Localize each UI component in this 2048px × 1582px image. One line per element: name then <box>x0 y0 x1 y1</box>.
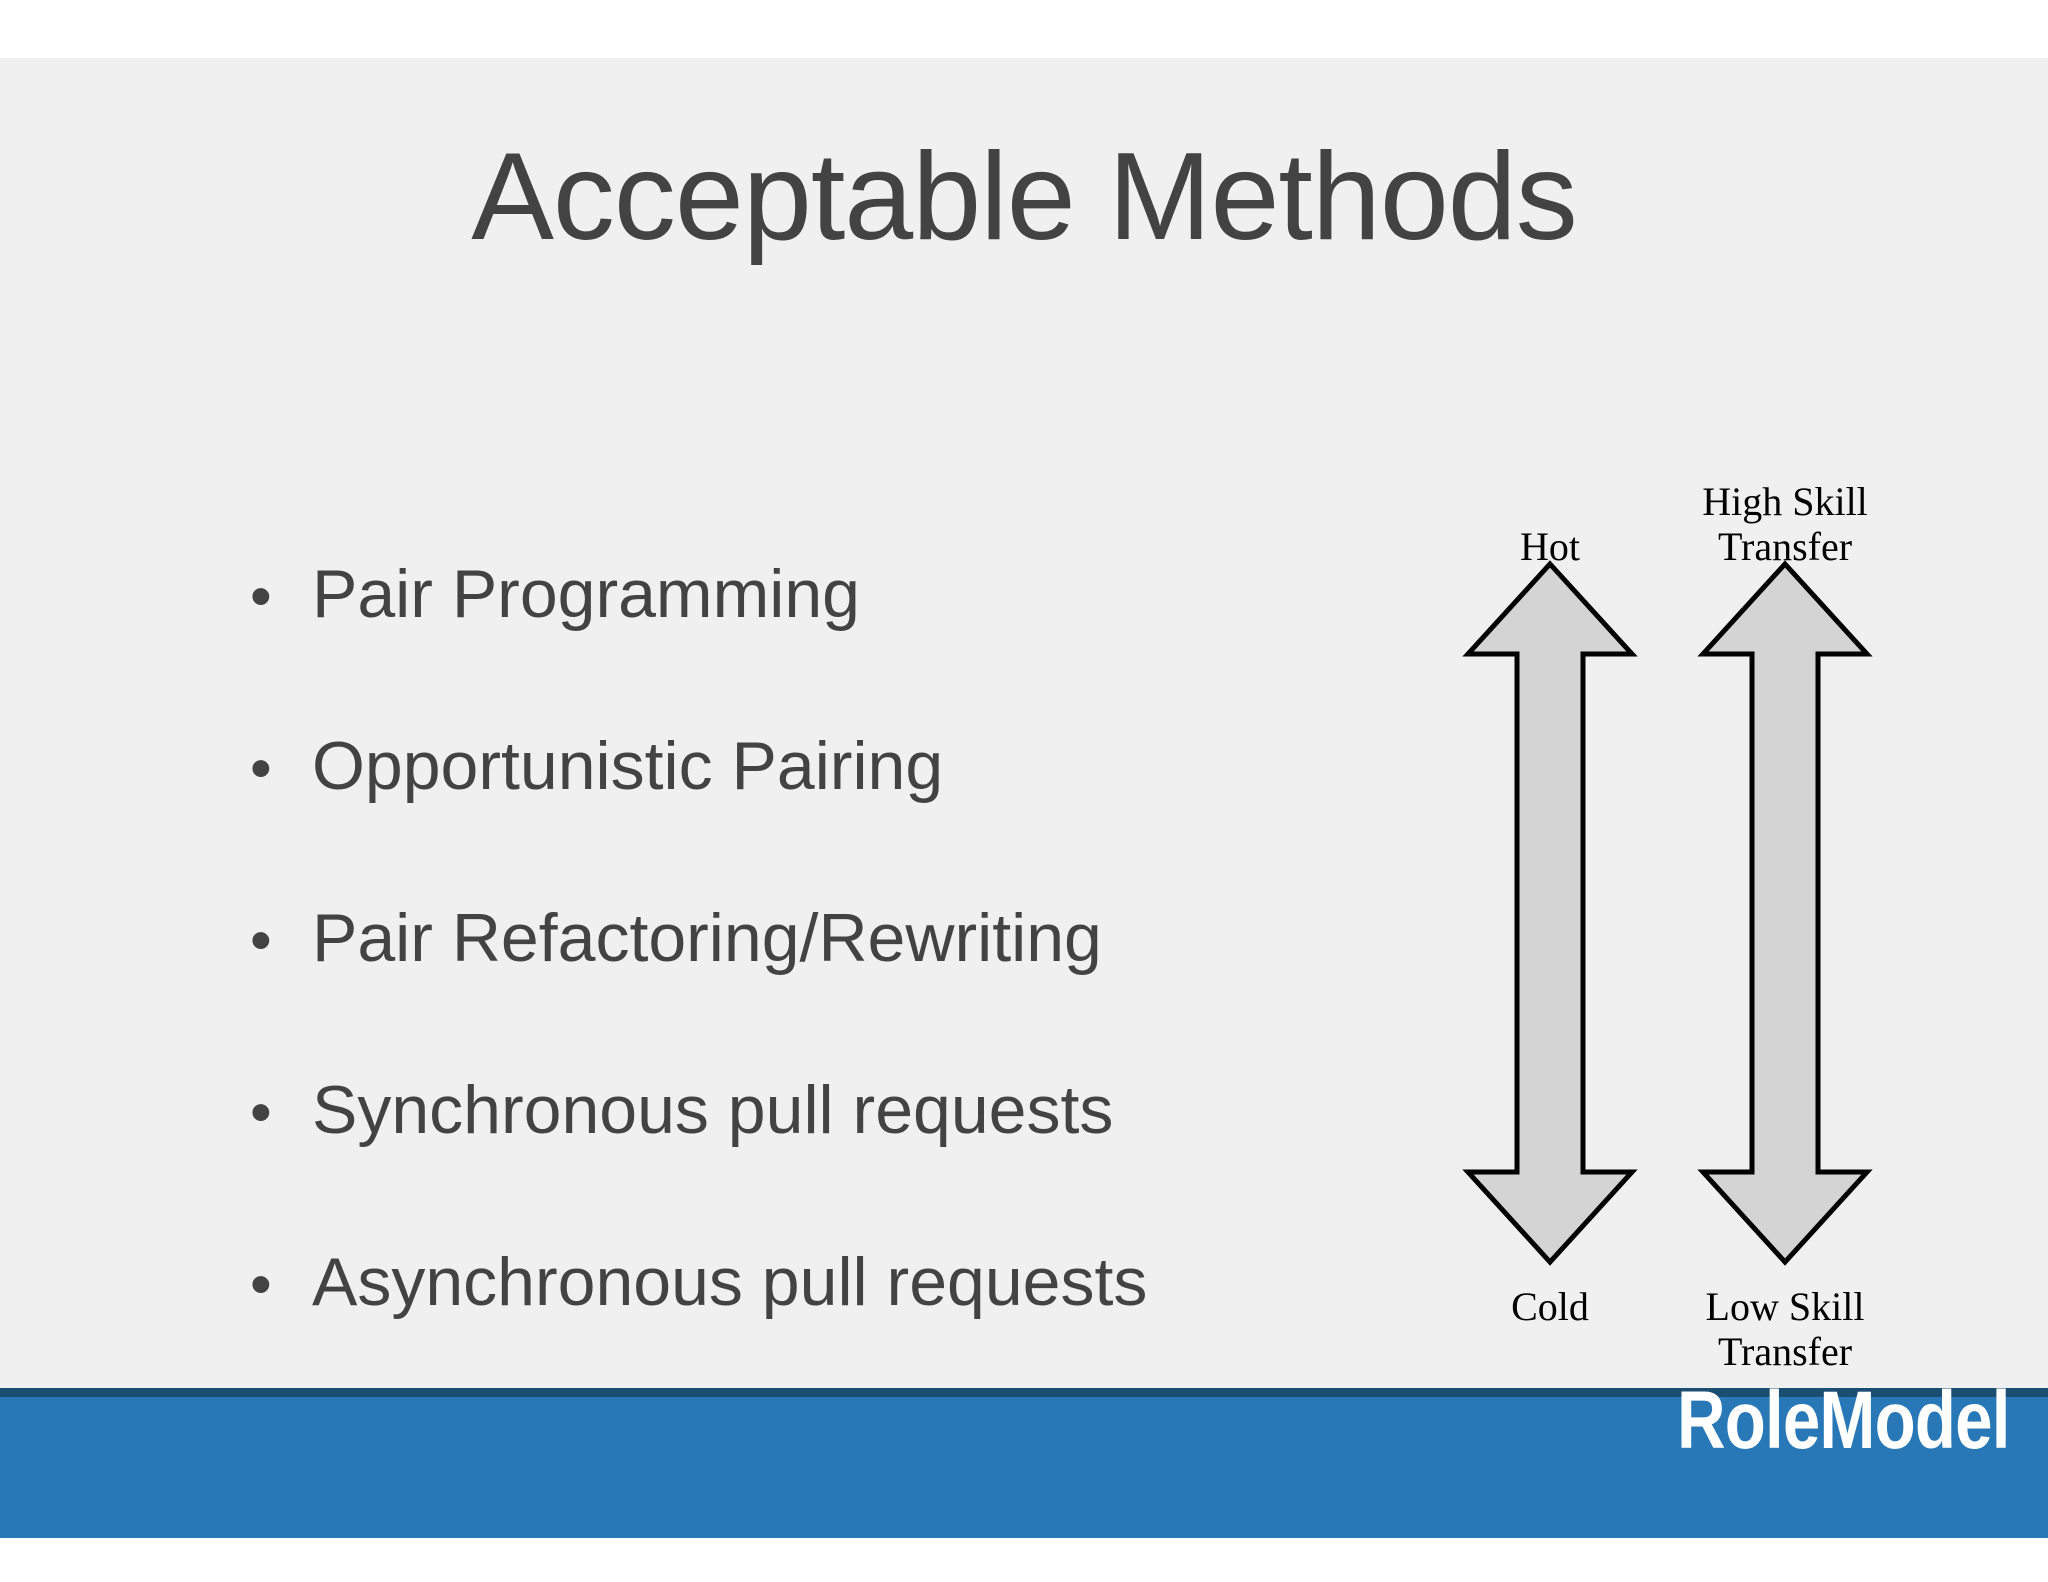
list-item: • Pair Refactoring/Rewriting <box>250 904 1410 1076</box>
list-item-label: Pair Refactoring/Rewriting <box>312 900 1102 976</box>
list-item-label: Asynchronous pull requests <box>312 1244 1148 1320</box>
arrow-bottom-label-line1: Low Skill <box>1705 1284 1865 1329</box>
bullet-dot-icon: • <box>250 734 272 803</box>
list-item: • Pair Programming <box>250 560 1410 732</box>
arrow-diagram: Hot Cold High Skill Transfer Low Skill T… <box>1430 440 1910 1380</box>
page-title: Acceptable Methods <box>471 128 1578 266</box>
bullet-dot-icon: • <box>250 1078 272 1147</box>
list-item-label: Pair Programming <box>312 556 860 632</box>
bullet-dot-icon: • <box>250 906 272 975</box>
rolemodel-logo-text: RoleModel <box>1677 1374 2010 1466</box>
bullet-dot-icon: • <box>250 562 272 631</box>
arrow-bottom-label-cold: Cold <box>1511 1284 1589 1329</box>
arrow-bottom-label-line2: Transfer <box>1717 1328 1853 1374</box>
slide-canvas <box>0 58 2048 1388</box>
list-item: • Opportunistic Pairing <box>250 732 1410 904</box>
double-headed-vertical-arrow-icon <box>1462 560 1638 1266</box>
list-item-label: Opportunistic Pairing <box>312 728 944 804</box>
arrow-column-temperature: Hot Cold <box>1440 440 1660 1380</box>
arrow-bottom-label-low-skill-transfer: Low Skill Transfer <box>1675 1284 1895 1375</box>
list-item: • Asynchronous pull requests <box>250 1248 1410 1420</box>
bullet-dot-icon: • <box>250 1250 272 1319</box>
footer-bar: RoleModel <box>0 1375 2048 1538</box>
double-headed-vertical-arrow-icon <box>1697 560 1873 1266</box>
bullet-list: • Pair Programming • Opportunistic Pairi… <box>250 560 1410 1420</box>
arrow-top-label-high-skill-transfer: High Skill Transfer <box>1675 480 1895 570</box>
rolemodel-logo: RoleModel <box>1604 1375 2010 1515</box>
list-item: • Synchronous pull requests <box>250 1076 1410 1248</box>
arrow-top-label-line1: High Skill <box>1702 479 1868 525</box>
list-item-label: Synchronous pull requests <box>312 1072 1114 1148</box>
arrow-column-skill-transfer: High Skill Transfer Low Skill Transfer <box>1675 440 1895 1380</box>
